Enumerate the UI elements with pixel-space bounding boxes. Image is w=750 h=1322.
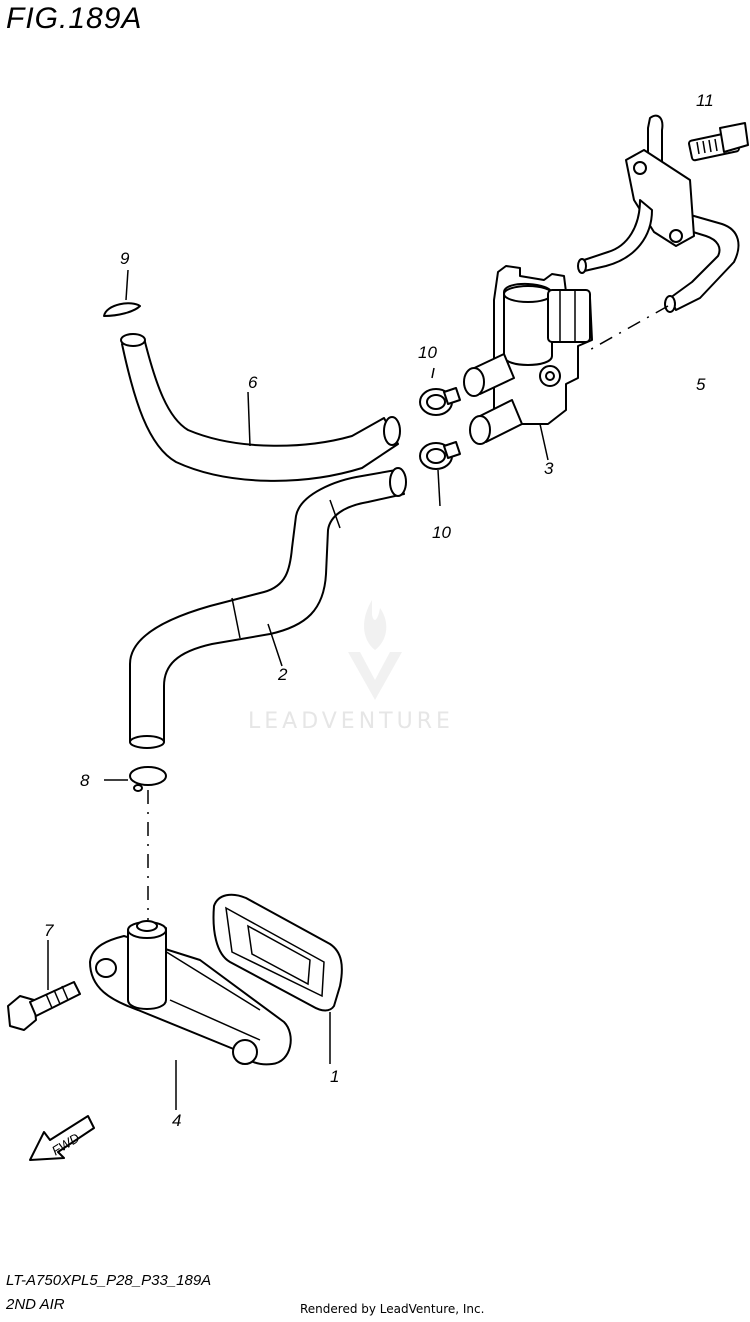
part-4-bracket[interactable] xyxy=(89,920,292,1110)
part-10-clamp-lower[interactable] xyxy=(419,441,461,507)
callout-5: 5 xyxy=(696,375,706,394)
flame-v-logo-icon xyxy=(348,600,402,700)
callout-7: 7 xyxy=(44,921,54,940)
callout-3: 3 xyxy=(544,459,554,478)
part-2-hose[interactable] xyxy=(129,467,407,749)
part-5-pipe[interactable] xyxy=(577,114,740,353)
watermark-text: LEADVENTURE xyxy=(248,709,454,734)
part-1-gasket[interactable] xyxy=(212,893,343,1064)
callout-8: 8 xyxy=(80,771,90,790)
part-9-clip[interactable] xyxy=(103,269,141,317)
callout-1: 1 xyxy=(330,1067,339,1086)
part-7-bolt[interactable] xyxy=(7,940,81,1031)
model-code: LT-A750XPL5_P28_P33_189A xyxy=(6,1272,212,1289)
callout-10-lower: 10 xyxy=(432,523,451,542)
callout-4: 4 xyxy=(172,1111,181,1130)
part-8-circlip[interactable] xyxy=(104,766,167,920)
part-6-hose[interactable] xyxy=(120,333,401,482)
section-name: 2ND AIR xyxy=(6,1296,65,1313)
figure-title: FIG.189A xyxy=(6,2,143,35)
callout-2: 2 xyxy=(277,665,288,684)
rendered-by: Rendered by LeadVenture, Inc. xyxy=(300,1302,485,1316)
callout-11: 11 xyxy=(696,91,714,110)
part-11-bolt[interactable] xyxy=(688,122,749,162)
fwd-arrow-icon: FWD xyxy=(29,1115,95,1161)
part-3-valve[interactable] xyxy=(463,265,593,461)
callout-6: 6 xyxy=(248,373,258,392)
callout-10-upper: 10 xyxy=(418,343,437,362)
callout-9: 9 xyxy=(120,249,130,268)
part-10-clamp-upper[interactable] xyxy=(419,367,461,416)
